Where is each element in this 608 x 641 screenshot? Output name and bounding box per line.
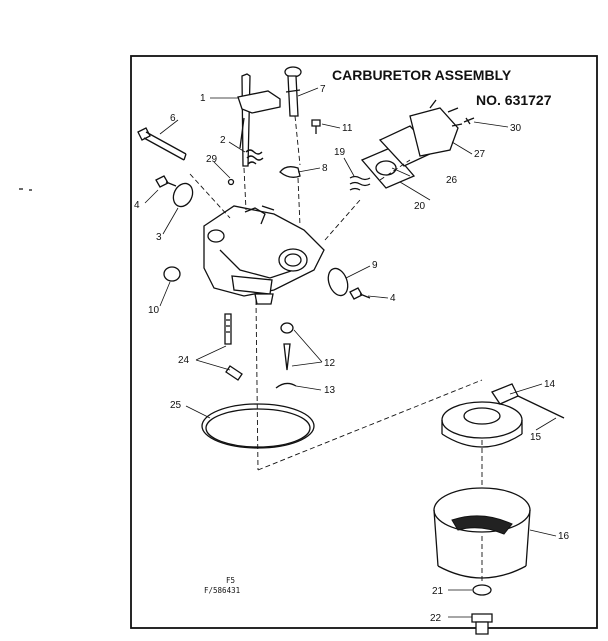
screw-left (155, 175, 177, 188)
pump-screw (463, 117, 475, 125)
inlet-needle-seat (280, 322, 294, 371)
part-label-30: 30 (510, 123, 522, 134)
diagram-frame (130, 55, 598, 629)
mixture-needles (224, 313, 243, 381)
part-label-9: 9 (372, 260, 378, 271)
part-label-26: 26 (446, 175, 458, 186)
figure-reference: F/586431 (204, 586, 240, 595)
needle-clip (275, 382, 297, 389)
bowl-nut (471, 613, 493, 635)
part-label-8: 8 (322, 163, 328, 174)
float (441, 383, 523, 448)
part-label-16: 16 (558, 531, 570, 542)
part-label-22: 22 (430, 613, 442, 624)
dashed-line-g (324, 159, 411, 241)
throttle-plate (172, 182, 194, 208)
part-label-25: 25 (170, 400, 182, 411)
stray-mark (19, 188, 32, 191)
part-label-29: 29 (206, 154, 218, 165)
figure-code: F5 (226, 576, 235, 585)
fuel-pump-gasket (360, 147, 416, 189)
part-label-15: 15 (530, 432, 542, 443)
part-label-7: 7 (320, 84, 326, 95)
fuel-pump-spring (349, 175, 371, 191)
part-label-1: 1 (200, 93, 206, 104)
part-label-27: 27 (474, 149, 486, 160)
part-label-11: 11 (342, 123, 353, 134)
dashed-line-e (189, 173, 231, 219)
screw-right (349, 287, 371, 300)
dashed-line-b (257, 379, 483, 471)
part-label-2: 2 (220, 135, 226, 146)
part-label-12: 12 (324, 358, 336, 369)
choke-plate (327, 267, 349, 297)
float-hinge-pin (517, 395, 565, 419)
idle-screw (137, 127, 187, 161)
part-label-24: 24 (178, 355, 190, 366)
bowl-gasket-inner (205, 408, 311, 448)
part-label-14: 14 (544, 379, 556, 390)
throttle-spring (245, 149, 264, 165)
pin (227, 178, 235, 186)
choke-lever (279, 166, 301, 178)
part-label-6: 6 (170, 113, 176, 124)
dashed-line-a (255, 299, 259, 471)
bowl-gasket (201, 403, 315, 449)
assembly-number: NO. 631727 (476, 92, 552, 108)
bowl-washer (472, 584, 492, 596)
part-label-4-right: 4 (390, 293, 396, 304)
diagram-title: CARBURETOR ASSEMBLY (332, 67, 512, 83)
gasket-hole (375, 160, 397, 176)
dashed-line-f (243, 115, 301, 227)
part-label-20: 20 (414, 201, 426, 212)
welch-plug (163, 266, 181, 282)
leader-lines (144, 87, 557, 618)
part-label-4-left: 4 (134, 200, 140, 211)
throttle-shaft (237, 73, 281, 167)
part-label-10: 10 (148, 305, 160, 316)
part-label-21: 21 (432, 586, 444, 597)
choke-shaft (284, 66, 302, 117)
part-label-19: 19 (334, 147, 346, 158)
fuel-pump-cover (409, 99, 463, 157)
part-label-13: 13 (324, 385, 336, 396)
float-bowl (433, 487, 531, 579)
carburetor-body (203, 205, 325, 305)
choke-screw (311, 119, 321, 134)
part-label-3: 3 (156, 232, 162, 243)
